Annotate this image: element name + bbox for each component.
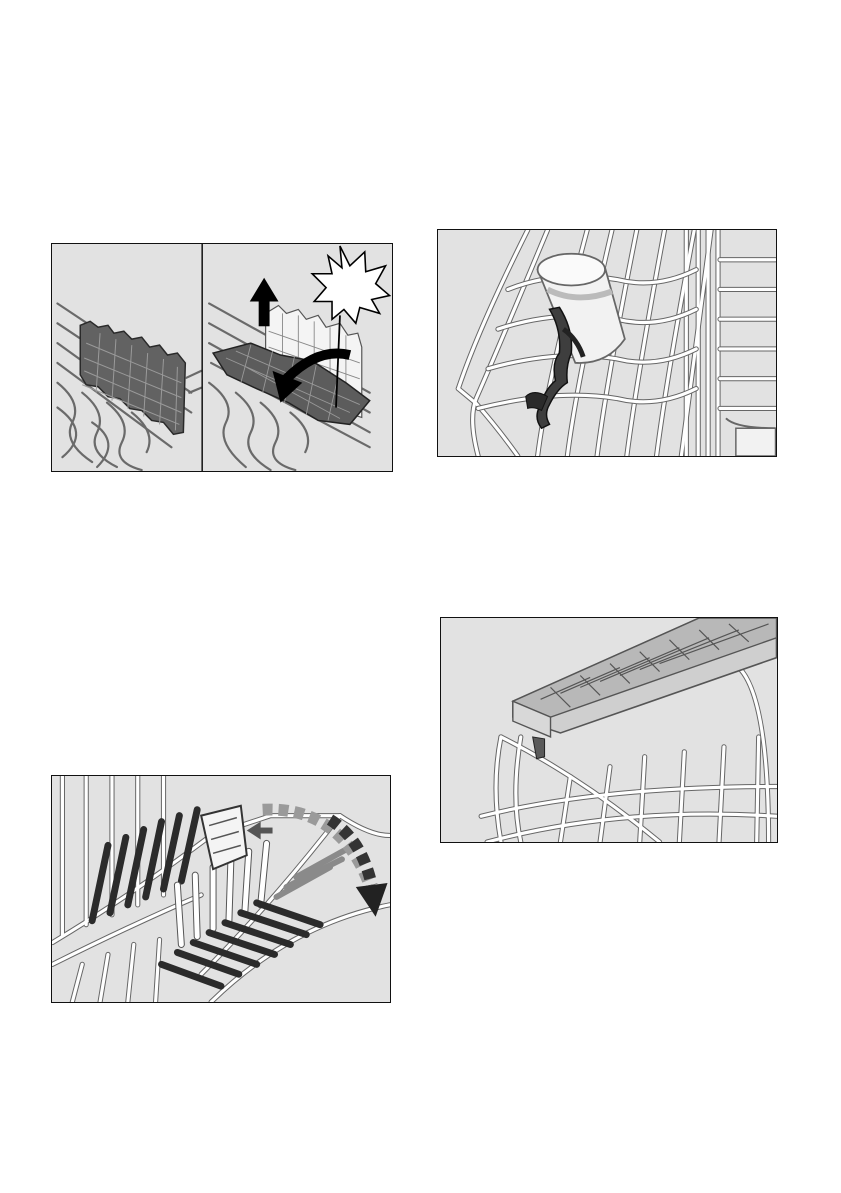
glass-holder-illustration [438, 230, 776, 456]
figure-cutlery-tray [440, 617, 778, 843]
cup-shelf-upright-view [52, 244, 202, 471]
cup-shelf-illustration [52, 244, 392, 471]
figure-fold-down-tines [51, 775, 391, 1003]
figure-glass-holder [437, 229, 777, 457]
figure-cup-shelf-fold [51, 243, 393, 472]
cup-shelf-folded-view [203, 244, 391, 471]
cutlery-tray-illustration [441, 618, 777, 842]
fold-down-tines-illustration [52, 776, 390, 1002]
